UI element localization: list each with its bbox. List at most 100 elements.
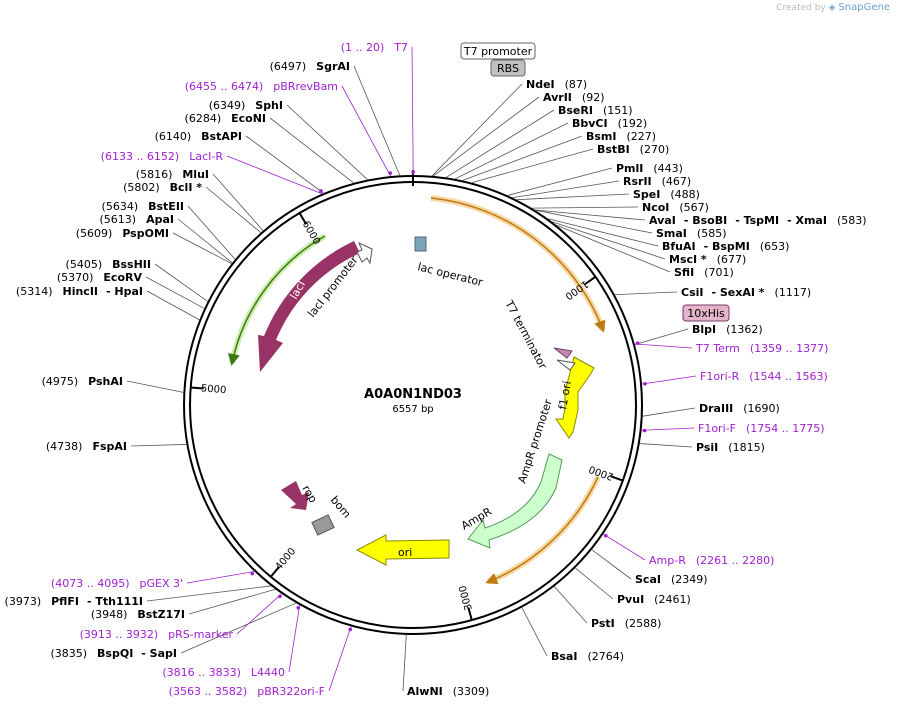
site-position: (87) (565, 78, 588, 91)
lac-operator-feature[interactable] (414, 236, 427, 252)
site-label: DraIII(1690) (699, 402, 780, 415)
primer-mark (642, 428, 647, 433)
rop-feature[interactable] (281, 481, 309, 510)
primer-label: (4073 .. 4095)pGEX 3' (51, 577, 183, 590)
site-label: (6497)SgrAI (270, 60, 350, 73)
site-leader (575, 567, 614, 600)
site-leader (154, 263, 208, 302)
primer-leader (341, 85, 391, 177)
site-label: CsiI- SexAI *(1117) (681, 286, 811, 299)
site-label: AvrII(92) (543, 91, 605, 104)
primer-leader (641, 427, 695, 431)
site-label: AvaI- BsoBI- TspMI- XmaI(583) (649, 214, 867, 227)
site-leader (245, 135, 324, 194)
site-position: (1815) (728, 441, 765, 454)
site-name: PspOMI (122, 227, 169, 240)
leader-lines (126, 46, 697, 692)
site-name: PflFI (51, 595, 79, 608)
site-name: BstEII (148, 200, 184, 213)
site-position: (227) (627, 130, 657, 143)
site-label: SpeI(488) (633, 188, 700, 201)
snapgene-credit: Created by ◈ SnapGene (776, 2, 890, 13)
site-name-extra: - SapI (141, 647, 177, 660)
primer-label: (3913 .. 3932)pRS-marker (80, 628, 234, 641)
tick-mark-2000 (610, 475, 624, 482)
tick-label-2000: 2000 (588, 463, 616, 482)
site-name: FspAI (92, 440, 127, 453)
site-leader (126, 380, 184, 393)
laci-promoter-feature[interactable] (356, 242, 373, 265)
primer-part-2: pBR322ori-F (257, 685, 325, 698)
site-name: AlwNI (407, 685, 443, 698)
primer-part-1: T7 Term (695, 342, 740, 355)
site-name: BsaI (551, 650, 577, 663)
site-position: (5314) (16, 285, 53, 298)
site-leader (462, 135, 583, 181)
site-name: PshAI (88, 375, 123, 388)
site-position: (4738) (46, 440, 83, 453)
site-leader (516, 193, 630, 201)
tick-label-5000: 5000 (200, 383, 226, 396)
his-tag-box[interactable] (682, 304, 730, 322)
site-leader (188, 588, 276, 615)
plasmid-name: A0A0N1ND03 (364, 387, 462, 402)
primer-mark (604, 533, 608, 538)
tick-mark-4000 (270, 566, 280, 578)
primer-mark (388, 171, 393, 175)
tick-mark-3000 (467, 607, 473, 621)
bom-label: bom (328, 494, 354, 521)
site-leader (535, 209, 653, 234)
site-name: PsiI (696, 441, 718, 454)
site-label: ScaI(2349) (635, 573, 708, 586)
site-label: SfiI(701) (674, 266, 734, 279)
laci-feature[interactable] (258, 241, 360, 372)
primer-leader (411, 46, 414, 176)
primer-label: (1 .. 20)T7 (341, 41, 408, 54)
t7-terminator-mark-2 (556, 359, 576, 371)
site-label: (4738) FspAI (46, 440, 127, 453)
site-name-extra: - BspMI (704, 240, 750, 253)
site-name: SgrAI (316, 60, 350, 73)
primer-label: (6455 .. 6474)pBRrevBam (185, 80, 338, 93)
site-name-extra: - Tth111I (87, 595, 143, 608)
rbs-box[interactable] (490, 59, 526, 77)
bom-feature[interactable] (311, 514, 335, 536)
site-label: (3948)BstZ17I (91, 608, 185, 621)
site-position: (567) (679, 201, 709, 214)
site-leader (547, 218, 659, 247)
site-name: ScaI (635, 573, 661, 586)
site-position: (5609) (76, 227, 113, 240)
t7-promoter-box[interactable] (460, 42, 536, 60)
lac-operator-label: lac operator (416, 260, 484, 289)
plasmid-length: 6557 bp (392, 404, 433, 415)
primer-part-1: (3816 .. 3833) (162, 666, 241, 679)
t7-terminator-mark-1 (553, 347, 573, 359)
ori-feature[interactable] (355, 534, 450, 566)
f1-ori-feature[interactable] (555, 356, 595, 439)
site-name: SphI (255, 99, 283, 112)
tick-label-4000: 4000 (274, 546, 299, 573)
site-position: (443) (653, 162, 683, 175)
primer-leader (603, 533, 646, 561)
site-position: (5613) (100, 213, 137, 226)
site-label: (3835)BspQI- SapI (50, 647, 177, 660)
ampr-feature[interactable] (467, 453, 563, 549)
primer-mark (635, 341, 640, 345)
site-leader (146, 290, 200, 321)
site-label: (5816)MluI (136, 168, 209, 181)
site-position: (270) (640, 143, 670, 156)
site-position: (1117) (775, 286, 812, 299)
site-leader (205, 186, 261, 233)
primer-leader (634, 343, 693, 349)
site-leader (554, 586, 588, 624)
site-labels: NdeI(87)AvrII(92)BseRI(151)BbvCI(192)Bsm… (5, 41, 867, 698)
site-label: (5609) PspOMI (76, 227, 169, 240)
site-position: (5370) (57, 271, 94, 284)
site-label: PvuI(2461) (617, 593, 691, 606)
tick-label-6000: 6000 (300, 219, 322, 247)
site-name: BstZ17I (137, 608, 185, 621)
site-label: PsiI (1815) (696, 441, 765, 454)
site-name: SpeI (633, 188, 660, 201)
site-label: NcoI(567) (642, 201, 709, 214)
site-leader (145, 276, 205, 309)
